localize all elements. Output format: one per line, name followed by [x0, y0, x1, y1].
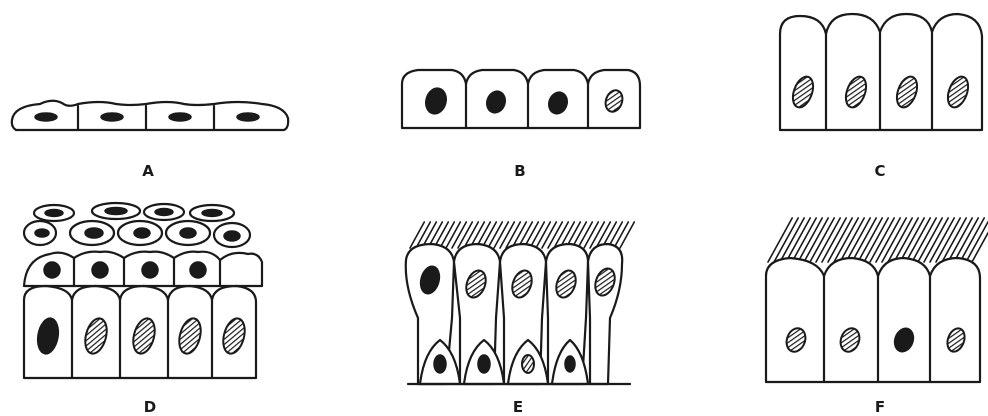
- cell-nucleus: [35, 229, 49, 237]
- cilium: [876, 218, 900, 262]
- cilium: [852, 218, 876, 262]
- cilium: [930, 218, 954, 262]
- cilium: [798, 218, 822, 262]
- cilium: [816, 218, 840, 262]
- cell-nucleus: [155, 209, 173, 216]
- cell-nucleus: [35, 113, 57, 121]
- cell-nucleus: [44, 262, 60, 278]
- cell-nucleus: [202, 210, 222, 217]
- cilium: [768, 218, 792, 262]
- cilium: [536, 222, 550, 248]
- cilium: [834, 218, 858, 262]
- cell-nucleus: [522, 355, 534, 373]
- cilium: [942, 218, 966, 262]
- cell-nucleus: [478, 355, 490, 373]
- panel-label-b: B: [514, 162, 525, 180]
- panel-label-d: D: [144, 398, 156, 416]
- cell-nucleus: [85, 228, 103, 238]
- cell-nucleus: [237, 113, 259, 121]
- cilium: [488, 222, 502, 248]
- cilium: [500, 222, 514, 248]
- cilium: [440, 222, 454, 248]
- cilia: [768, 218, 988, 262]
- cilium: [846, 218, 870, 262]
- cell-nucleus: [565, 356, 575, 372]
- cilium: [620, 222, 634, 248]
- cilium: [780, 218, 804, 262]
- cilium: [900, 218, 924, 262]
- cilium: [960, 218, 984, 262]
- cilium: [578, 222, 592, 248]
- cilium: [882, 218, 906, 262]
- cilium: [530, 222, 544, 248]
- cilium: [840, 218, 864, 262]
- panel-d-stratified-squamous: D: [24, 203, 262, 416]
- cilium: [906, 218, 930, 262]
- cilium: [810, 218, 834, 262]
- cilium: [804, 218, 828, 262]
- panel-e-pseudostratified-ciliated: E: [406, 222, 635, 416]
- cilium: [888, 218, 912, 262]
- panel-label-c: C: [874, 162, 885, 180]
- cilium: [864, 218, 888, 262]
- cilium: [774, 218, 798, 262]
- cilium: [542, 222, 556, 248]
- cilium: [828, 218, 852, 262]
- cilium: [918, 218, 942, 262]
- cell-nucleus: [92, 262, 108, 278]
- panel-label-e: E: [513, 398, 523, 416]
- cilium: [894, 218, 918, 262]
- panel-f-ciliated-columnar: F: [766, 218, 988, 416]
- cilium: [948, 218, 972, 262]
- cilium: [786, 218, 810, 262]
- cell-nucleus: [169, 113, 191, 121]
- cilium: [822, 218, 846, 262]
- panel-b-simple-cuboidal: B: [402, 70, 640, 180]
- cell-nucleus: [190, 262, 206, 278]
- cilium: [614, 222, 628, 248]
- cilium: [924, 218, 948, 262]
- cell-nucleus: [224, 231, 240, 241]
- cilium: [494, 222, 508, 248]
- cilium: [792, 218, 816, 262]
- cilium: [446, 222, 460, 248]
- panel-c-simple-columnar: C: [780, 14, 982, 180]
- panel-label-a: A: [142, 162, 154, 180]
- cilium: [452, 222, 466, 248]
- cilium: [870, 218, 894, 262]
- cilium: [858, 218, 882, 262]
- cell-nucleus: [180, 228, 196, 238]
- panel-label-f: F: [875, 398, 885, 416]
- cell-nucleus: [105, 208, 127, 215]
- cell-nucleus: [45, 210, 63, 217]
- cilium: [936, 218, 960, 262]
- cell-nucleus: [142, 262, 158, 278]
- cell-nucleus: [434, 355, 446, 373]
- panel-a-simple-squamous: A: [12, 101, 288, 180]
- cell-nucleus: [101, 113, 123, 121]
- cilium: [954, 218, 978, 262]
- cilium: [584, 222, 598, 248]
- cell-nucleus: [134, 228, 150, 238]
- cilium: [912, 218, 936, 262]
